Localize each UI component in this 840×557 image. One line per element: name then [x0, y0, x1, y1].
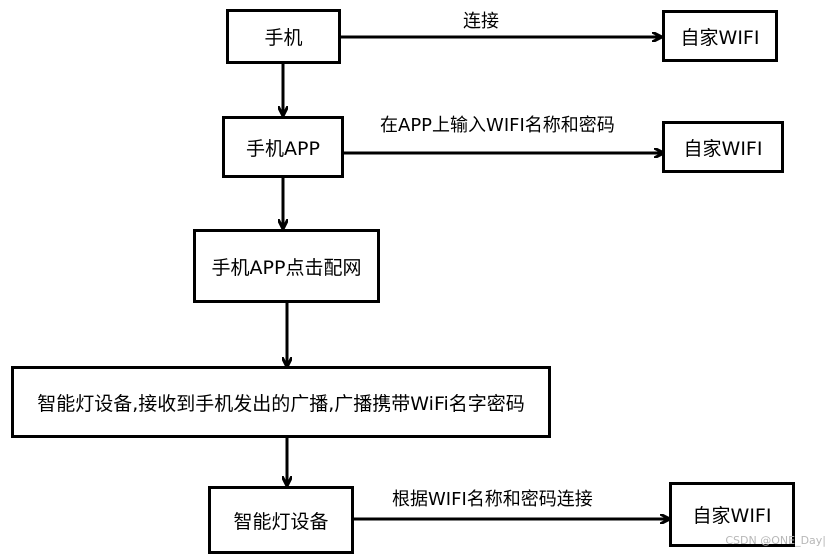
node-phone-app: 手机APP [222, 116, 344, 178]
node-smart-lamp-receive: 智能灯设备,接收到手机发出的广播,广播携带WiFi名字密码 [11, 366, 551, 438]
node-smart-lamp: 智能灯设备 [208, 486, 354, 554]
node-home-wifi-1: 自家WIFI [662, 10, 778, 62]
edge-label-connect-by-name-password: 根据WIFI名称和密码连接 [392, 489, 593, 510]
node-phone: 手机 [226, 9, 341, 64]
node-home-wifi-3: 自家WIFI [669, 482, 795, 547]
edge-label-enter-wifi: 在APP上输入WIFI名称和密码 [380, 115, 615, 136]
node-app-click-config: 手机APP点击配网 [193, 229, 380, 303]
node-home-wifi-2: 自家WIFI [662, 121, 784, 173]
watermark: CSDN @ONE_Day| [725, 534, 826, 547]
edge-label-connect: 连接 [463, 11, 499, 32]
